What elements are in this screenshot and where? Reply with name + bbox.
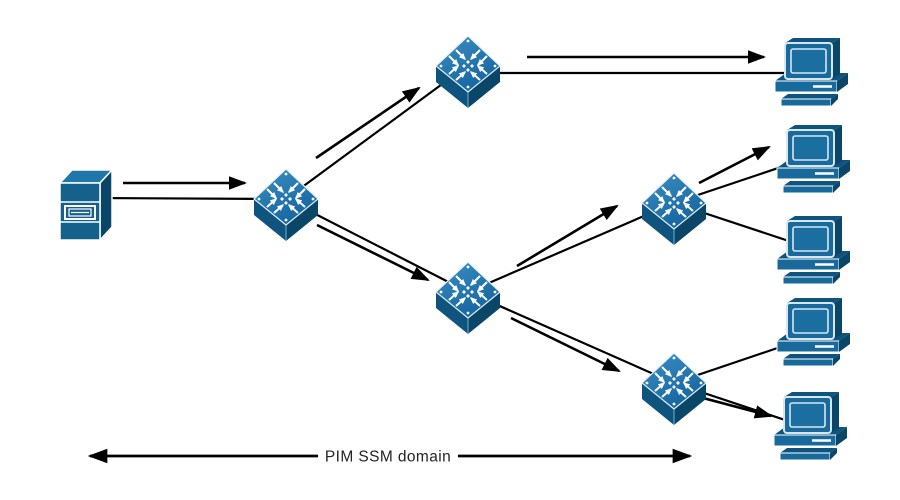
multilayer-switch-icon-upper-right <box>642 173 706 245</box>
flow-arrow-firsthop-top <box>315 86 421 160</box>
computer-icon-receiver-4 <box>775 296 852 368</box>
link-server-firsthop <box>87 196 287 201</box>
links-layer <box>87 64 811 429</box>
computer-icon-receiver-3 <box>775 214 852 286</box>
multilayer-switch-icon-lower-right <box>642 353 706 425</box>
flow-arrow-firsthop-middle <box>316 223 430 282</box>
flow-arrow-middle-lowerright <box>510 316 621 373</box>
domain-span: PIM SSM domain <box>87 449 693 466</box>
multilayer-switch-icon-middle <box>436 262 500 334</box>
multilayer-switch-icon-first-hop <box>254 169 318 241</box>
nodes-layer <box>58 36 852 462</box>
flow-arrow-middle-upperright <box>516 204 619 268</box>
link-firsthop-top <box>285 64 469 200</box>
multilayer-switch-icon-top <box>436 36 500 108</box>
link-middle-lowerright <box>467 290 675 385</box>
flow-arrow-lowerright-receiver5 <box>702 396 774 419</box>
domain-label: PIM SSM domain <box>325 449 451 466</box>
server-icon <box>58 168 114 242</box>
flow-arrow-upperright-receiver2 <box>698 145 771 185</box>
link-middle-upperright <box>467 201 675 294</box>
computer-icon-receiver-1 <box>773 36 850 108</box>
computer-icon-receiver-5 <box>772 390 849 462</box>
flows-layer <box>123 50 774 419</box>
computer-icon-receiver-2 <box>775 123 852 195</box>
